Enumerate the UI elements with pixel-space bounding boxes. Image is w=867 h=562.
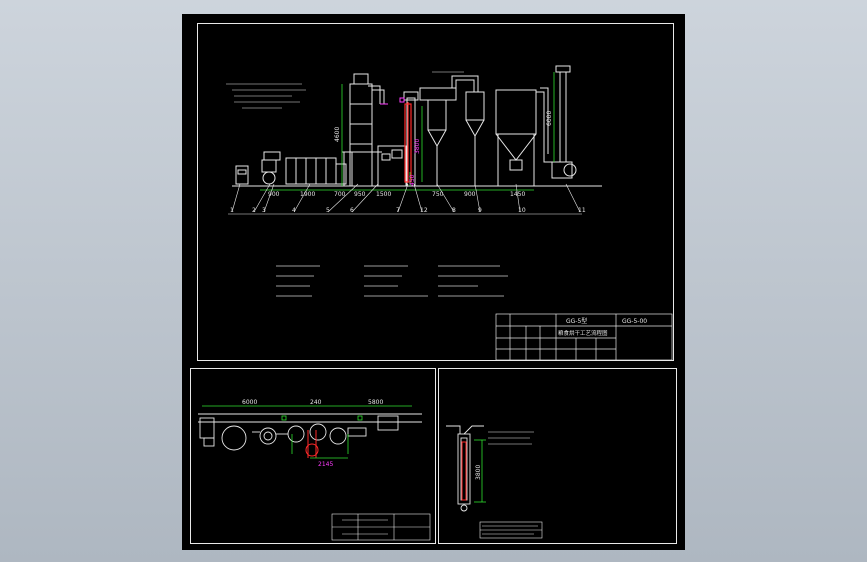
accent-marks [380,97,405,105]
part-no-7: 7 [396,207,400,214]
title-code: GG-5型 [566,317,587,325]
dim-bottom-6: 750 [432,191,444,198]
elevation-dimensions [260,72,555,191]
dim-bottom-5: 1500 [376,191,391,198]
title-block-plan [331,513,431,541]
side-view-frame [438,368,677,544]
side-dimension [474,439,486,503]
part-no-8: 8 [452,207,456,214]
elevation-equipment [232,65,602,187]
side-equipment [446,425,484,512]
plan-dim-2145: 2145 [318,461,333,468]
cad-drawing: 4600 3800 6000 450 900 1900 700 950 1500… [198,65,673,541]
plan-dim-5800: 5800 [368,399,383,406]
main-elevation-frame [197,23,674,361]
plan-highlight [305,430,319,458]
part-no-11: 11 [578,207,586,214]
title-block-side [479,521,543,539]
dim-4600: 4600 [334,127,341,142]
leader-lines [228,183,582,215]
dim-3800: 3800 [414,139,421,154]
part-no-3: 3 [262,207,266,214]
part-no-10: 10 [518,207,526,214]
plan-dim-6000: 6000 [242,399,257,406]
part-no-6: 6 [350,207,354,214]
part-no-1: 1 [230,207,234,214]
dim-bottom-2: 1900 [300,191,315,198]
dim-6000: 6000 [546,111,553,126]
dim-bottom-1: 900 [268,191,280,198]
side-dim-3800: 3800 [475,465,482,480]
plan-view-frame [190,368,436,544]
dim-bottom-3: 700 [334,191,346,198]
drawing-sheet: 4600 3800 6000 450 900 1900 700 950 1500… [182,14,685,550]
title-name: 粮食烘干工艺流程图 [558,329,608,337]
part-numbers: 1 2 3 4 5 6 7 12 8 9 10 11 [230,207,586,214]
part-no-5: 5 [326,207,330,214]
side-dim-labels: 3800 [475,465,482,480]
drawing-number: GG-5-00 [622,318,647,325]
part-no-2: 2 [252,207,256,214]
side-notes [488,431,534,445]
dim-bottom-4: 950 [354,191,366,198]
side-highlight [461,441,467,501]
highlight-elevator [404,102,412,183]
dim-450: 450 [409,174,416,186]
dim-bottom-7: 900 [464,191,476,198]
plan-equipment [198,413,422,451]
plan-dimensions [202,405,412,459]
part-no-4: 4 [292,207,296,214]
plan-dim-240: 240 [310,399,322,406]
notes-block [226,71,464,109]
part-no-9: 9 [478,207,482,214]
parts-list [276,265,508,297]
title-block-text: GG-5型 粮食烘干工艺流程图 GG-5-00 [558,317,647,337]
part-no-12: 12 [420,207,428,214]
title-block-main [495,313,673,361]
plan-dim-labels: 6000 240 5800 2145 [242,399,383,468]
